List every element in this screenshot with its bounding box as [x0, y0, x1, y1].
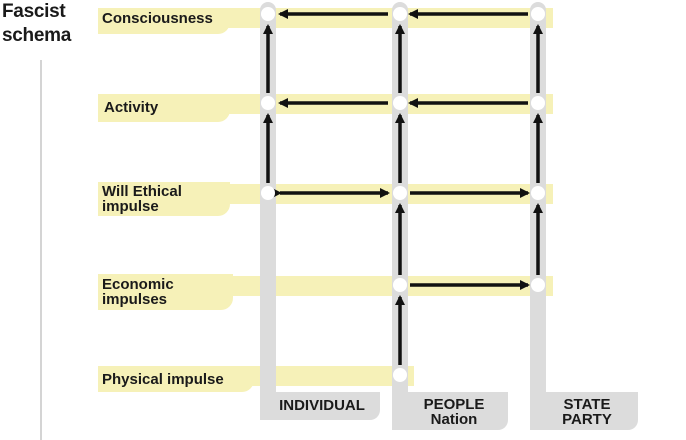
row-label-will: Will Ethical impulse [102, 184, 182, 214]
row-label-consciousness-line1: Consciousness [102, 10, 213, 27]
tab-consciousness [98, 8, 230, 34]
node-state-activity [531, 96, 545, 110]
row-label-activity-line1: Activity [104, 99, 159, 116]
column-people-base [392, 392, 508, 430]
tab-activity [98, 94, 230, 122]
node-state-consciousness [531, 7, 545, 21]
row-label-will-line1: Will Ethical [102, 183, 182, 200]
column-state-base [530, 392, 638, 430]
row-label-economic-line2: impulses [102, 291, 168, 308]
column-label-people: PEOPLE Nation [394, 397, 514, 427]
column-label-state: STATE PARTY [527, 397, 647, 427]
row-label-economic: Economic impulses [102, 277, 174, 307]
column-label-individual-line1: INDIVIDUAL [279, 397, 365, 414]
title-line-1: Fascist [2, 1, 66, 22]
diagram-title: Fascist schema [2, 0, 71, 48]
tab-economic [98, 274, 233, 310]
column-label-people-line1: PEOPLE [423, 396, 485, 413]
title-line-2: schema [2, 25, 71, 46]
node-individual-consciousness [261, 7, 275, 21]
node-individual-activity [261, 96, 275, 110]
row-label-activity: Activity [104, 100, 158, 115]
column-label-individual: INDIVIDUAL [262, 398, 382, 413]
node-state-economic [531, 278, 545, 292]
node-people-consciousness [393, 7, 407, 21]
column-label-state-line1: STATE [563, 396, 611, 413]
node-people-activity [393, 96, 407, 110]
row-label-physical: Physical impulse [102, 372, 224, 387]
node-people-will [393, 186, 407, 200]
row-label-physical-line1: Physical impulse [102, 371, 224, 388]
node-people-economic [393, 278, 407, 292]
row-label-economic-line1: Economic [102, 276, 174, 293]
row-label-consciousness: Consciousness [102, 11, 213, 26]
column-label-state-line2: PARTY [562, 411, 612, 428]
row-label-will-line2: impulse [102, 198, 159, 215]
node-people-physical [393, 368, 407, 382]
node-individual-will [261, 186, 275, 200]
column-label-people-line2: Nation [430, 411, 478, 428]
column-individual-base [260, 392, 380, 420]
left-divider-line [40, 60, 42, 440]
tab-physical [98, 366, 254, 392]
node-state-will [531, 186, 545, 200]
tab-will [98, 182, 230, 216]
